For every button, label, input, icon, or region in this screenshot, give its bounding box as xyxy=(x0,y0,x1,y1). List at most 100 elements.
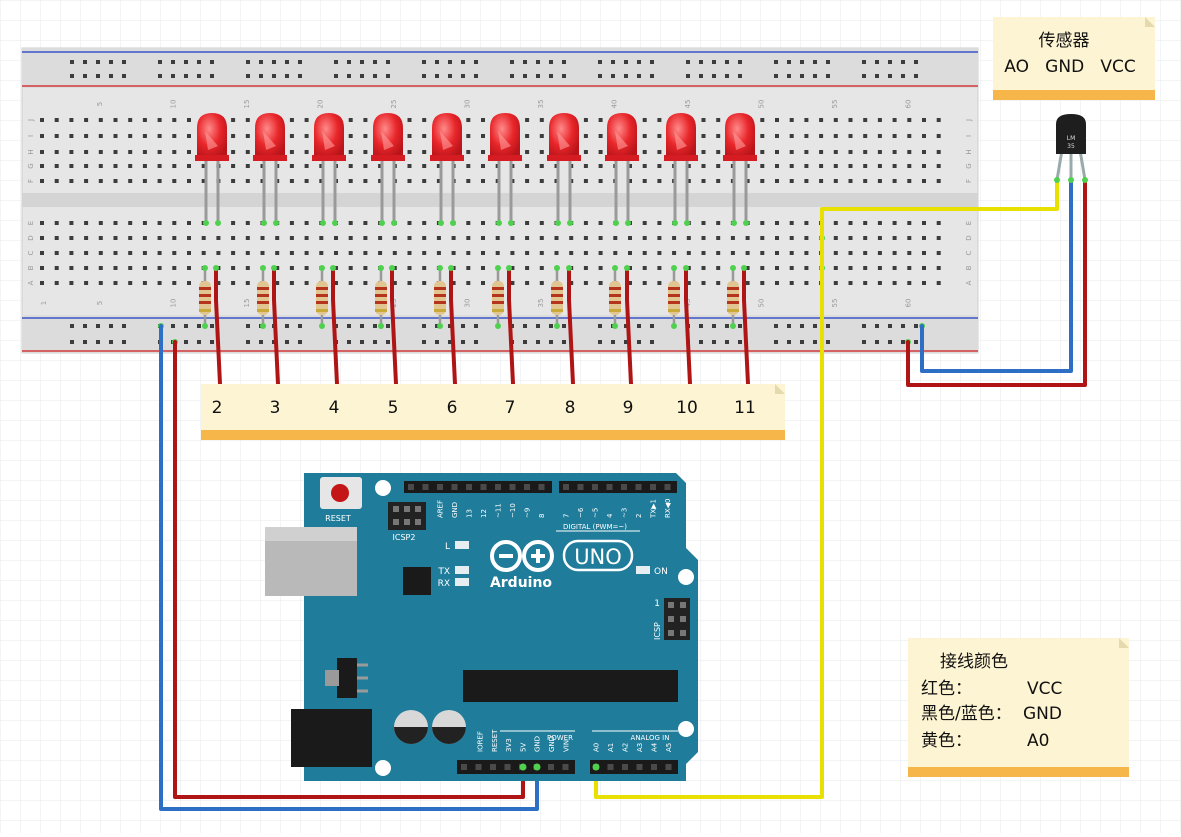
breadboard-hole xyxy=(142,251,147,255)
breadboard-hole xyxy=(613,251,618,255)
rail-hole xyxy=(787,60,791,64)
breadboard-hole xyxy=(804,150,809,154)
breadboard-hole xyxy=(907,134,912,138)
row-letter: E xyxy=(27,221,35,225)
pin-label-9: 9 xyxy=(623,398,634,418)
breadboard-hole xyxy=(378,236,383,240)
breadboard-hole xyxy=(54,221,59,225)
header-pin xyxy=(562,764,569,770)
rail-hole xyxy=(83,74,87,78)
breadboard-hole xyxy=(142,150,147,154)
breadboard-hole xyxy=(348,134,353,138)
sensor-vcc-wire xyxy=(906,178,1087,387)
column-number: 40 xyxy=(611,100,619,109)
breadboard-hole xyxy=(113,266,118,270)
breadboard-hole xyxy=(657,118,662,122)
rail-hole xyxy=(510,60,514,64)
breadboard-hole xyxy=(892,266,897,270)
header-pin xyxy=(461,764,467,770)
capacitors xyxy=(394,710,466,744)
breadboard-hole xyxy=(84,134,89,138)
lm35-sensor: LM 35 xyxy=(1054,114,1088,183)
rail-hole xyxy=(96,340,100,344)
rail-hole xyxy=(725,324,729,328)
breadboard-hole xyxy=(84,236,89,240)
rail-hole xyxy=(637,340,641,344)
breadboard-hole xyxy=(157,266,162,270)
breadboard-hole xyxy=(922,179,926,183)
breadboard-hole xyxy=(84,150,89,154)
breadboard-hole xyxy=(525,118,530,122)
rail-hole xyxy=(523,60,527,64)
rail-hole xyxy=(347,60,351,64)
breadboard-hole xyxy=(510,281,515,285)
breadboard-hole xyxy=(245,236,250,240)
rail-hole xyxy=(562,74,566,78)
rail-hole xyxy=(875,60,879,64)
rail-hole xyxy=(298,340,302,344)
breadboard-hole xyxy=(334,236,338,240)
breadboard-hole xyxy=(363,164,368,168)
breadboard-hole xyxy=(892,118,897,122)
rail-hole xyxy=(738,340,742,344)
rail-hole xyxy=(901,74,905,78)
rail-hole xyxy=(184,324,188,328)
header-pin-name: ~3 xyxy=(621,508,629,518)
header-pin-name: A5 xyxy=(665,743,673,752)
breadboard-hole xyxy=(642,134,647,138)
led-5 xyxy=(430,113,464,226)
led-body xyxy=(373,113,403,158)
breadboard-hole xyxy=(422,266,427,270)
pin-wire-end xyxy=(213,265,219,271)
breadboard-hole xyxy=(716,236,721,240)
breadboard-hole xyxy=(319,179,324,183)
breadboard-hole xyxy=(348,236,353,240)
breadboard-hole xyxy=(877,150,882,154)
breadboard-hole xyxy=(716,118,721,122)
rail-hole xyxy=(285,74,289,78)
breadboard-hole xyxy=(363,266,368,270)
rail-hole xyxy=(197,60,201,64)
breadboard-hole xyxy=(833,251,838,255)
breadboard-hole xyxy=(745,281,750,285)
breadboard-hole xyxy=(84,221,89,225)
header-pin-name: TX▶1 xyxy=(650,499,658,519)
legend-red-value: VCC xyxy=(1027,679,1062,699)
breadboard-hole xyxy=(745,179,750,183)
breadboard-hole xyxy=(363,118,368,122)
breadboard-hole xyxy=(863,164,868,168)
breadboard-hole xyxy=(481,134,485,138)
breadboard-hole xyxy=(819,118,824,122)
rail-hole xyxy=(712,60,716,64)
rail-hole xyxy=(422,60,426,64)
rail-hole xyxy=(901,60,905,64)
legend-black-blue-label: 黑色/蓝色： xyxy=(921,704,1012,724)
breadboard-hole xyxy=(466,150,471,154)
breadboard-hole xyxy=(892,236,897,240)
breadboard-hole xyxy=(436,164,441,168)
led-body xyxy=(314,113,344,158)
rail-hole xyxy=(650,340,654,344)
breadboard-hole xyxy=(833,179,838,183)
row-letter: C xyxy=(965,250,973,255)
breadboard-hole xyxy=(481,281,485,285)
breadboard-hole xyxy=(69,164,74,168)
breadboard-hole xyxy=(304,236,309,240)
breadboard-hole xyxy=(466,179,471,183)
breadboard-hole xyxy=(84,251,89,255)
breadboard-hole xyxy=(789,236,794,240)
led-3 xyxy=(312,113,346,226)
breadboard-hole xyxy=(583,118,588,122)
rail-hole xyxy=(813,324,817,328)
breadboard-hole xyxy=(789,281,794,285)
rail-hole xyxy=(813,340,817,344)
breadboard-hole xyxy=(128,251,133,255)
breadboard-hole xyxy=(775,221,779,225)
breadboard-hole xyxy=(304,281,309,285)
column-number: 15 xyxy=(243,299,251,308)
breadboard-hole xyxy=(789,251,794,255)
rail-hole xyxy=(598,324,602,328)
resistor-3 xyxy=(316,265,328,329)
breadboard-hole xyxy=(187,118,191,122)
